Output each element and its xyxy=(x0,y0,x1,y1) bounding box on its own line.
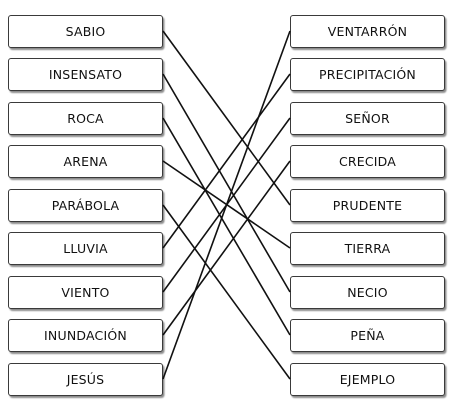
right-item-crecida[interactable]: CRECIDA xyxy=(290,145,445,178)
connector-line xyxy=(162,73,291,293)
connector-line xyxy=(162,73,291,249)
right-item-senor[interactable]: SEÑOR xyxy=(290,102,445,135)
left-item-lluvia[interactable]: LLUVIA xyxy=(8,232,163,265)
right-item-tierra[interactable]: TIERRA xyxy=(290,232,445,265)
left-item-roca[interactable]: ROCA xyxy=(8,102,163,135)
left-item-label: VIENTO xyxy=(61,285,110,300)
right-item-label: SEÑOR xyxy=(345,111,390,126)
left-item-label: ARENA xyxy=(63,154,108,169)
right-item-label: NECIO xyxy=(347,285,388,300)
connector-line xyxy=(162,160,291,336)
left-item-sabio[interactable]: SABIO xyxy=(8,15,163,48)
connector-line xyxy=(162,117,291,336)
connector-line xyxy=(162,204,291,380)
left-item-label: SABIO xyxy=(65,24,106,39)
connector-line xyxy=(162,30,291,380)
right-item-pena[interactable]: PEÑA xyxy=(290,319,445,352)
left-item-viento[interactable]: VIENTO xyxy=(8,276,163,309)
left-item-insensato[interactable]: INSENSATO xyxy=(8,58,163,91)
right-item-label: PRUDENTE xyxy=(332,198,403,213)
left-item-parabola[interactable]: PARÁBOLA xyxy=(8,189,163,222)
left-item-label: INUNDACIÓN xyxy=(44,328,127,343)
left-item-label: ROCA xyxy=(67,111,104,126)
right-item-prudente[interactable]: PRUDENTE xyxy=(290,189,445,222)
left-item-label: PARÁBOLA xyxy=(51,198,120,213)
connector-line xyxy=(162,160,291,249)
right-item-label: PRECIPITACIÓN xyxy=(319,67,416,82)
right-item-ventarron[interactable]: VENTARRÓN xyxy=(290,15,445,48)
right-item-precipitacion[interactable]: PRECIPITACIÓN xyxy=(290,58,445,91)
right-item-label: CRECIDA xyxy=(338,154,397,169)
connector-line xyxy=(162,30,291,206)
right-item-label: PEÑA xyxy=(350,328,385,343)
right-item-necio[interactable]: NECIO xyxy=(290,276,445,309)
left-item-label: JESÚS xyxy=(66,372,105,387)
left-item-label: INSENSATO xyxy=(48,67,123,82)
right-item-label: TIERRA xyxy=(344,241,391,256)
connector-line xyxy=(162,117,291,293)
right-item-label: VENTARRÓN xyxy=(327,24,408,39)
left-item-label: LLUVIA xyxy=(63,241,108,256)
left-item-jesus[interactable]: JESÚS xyxy=(8,363,163,396)
left-item-arena[interactable]: ARENA xyxy=(8,145,163,178)
right-item-ejemplo[interactable]: EJEMPLO xyxy=(290,363,445,396)
right-item-label: EJEMPLO xyxy=(339,372,396,387)
left-item-inundacion[interactable]: INUNDACIÓN xyxy=(8,319,163,352)
